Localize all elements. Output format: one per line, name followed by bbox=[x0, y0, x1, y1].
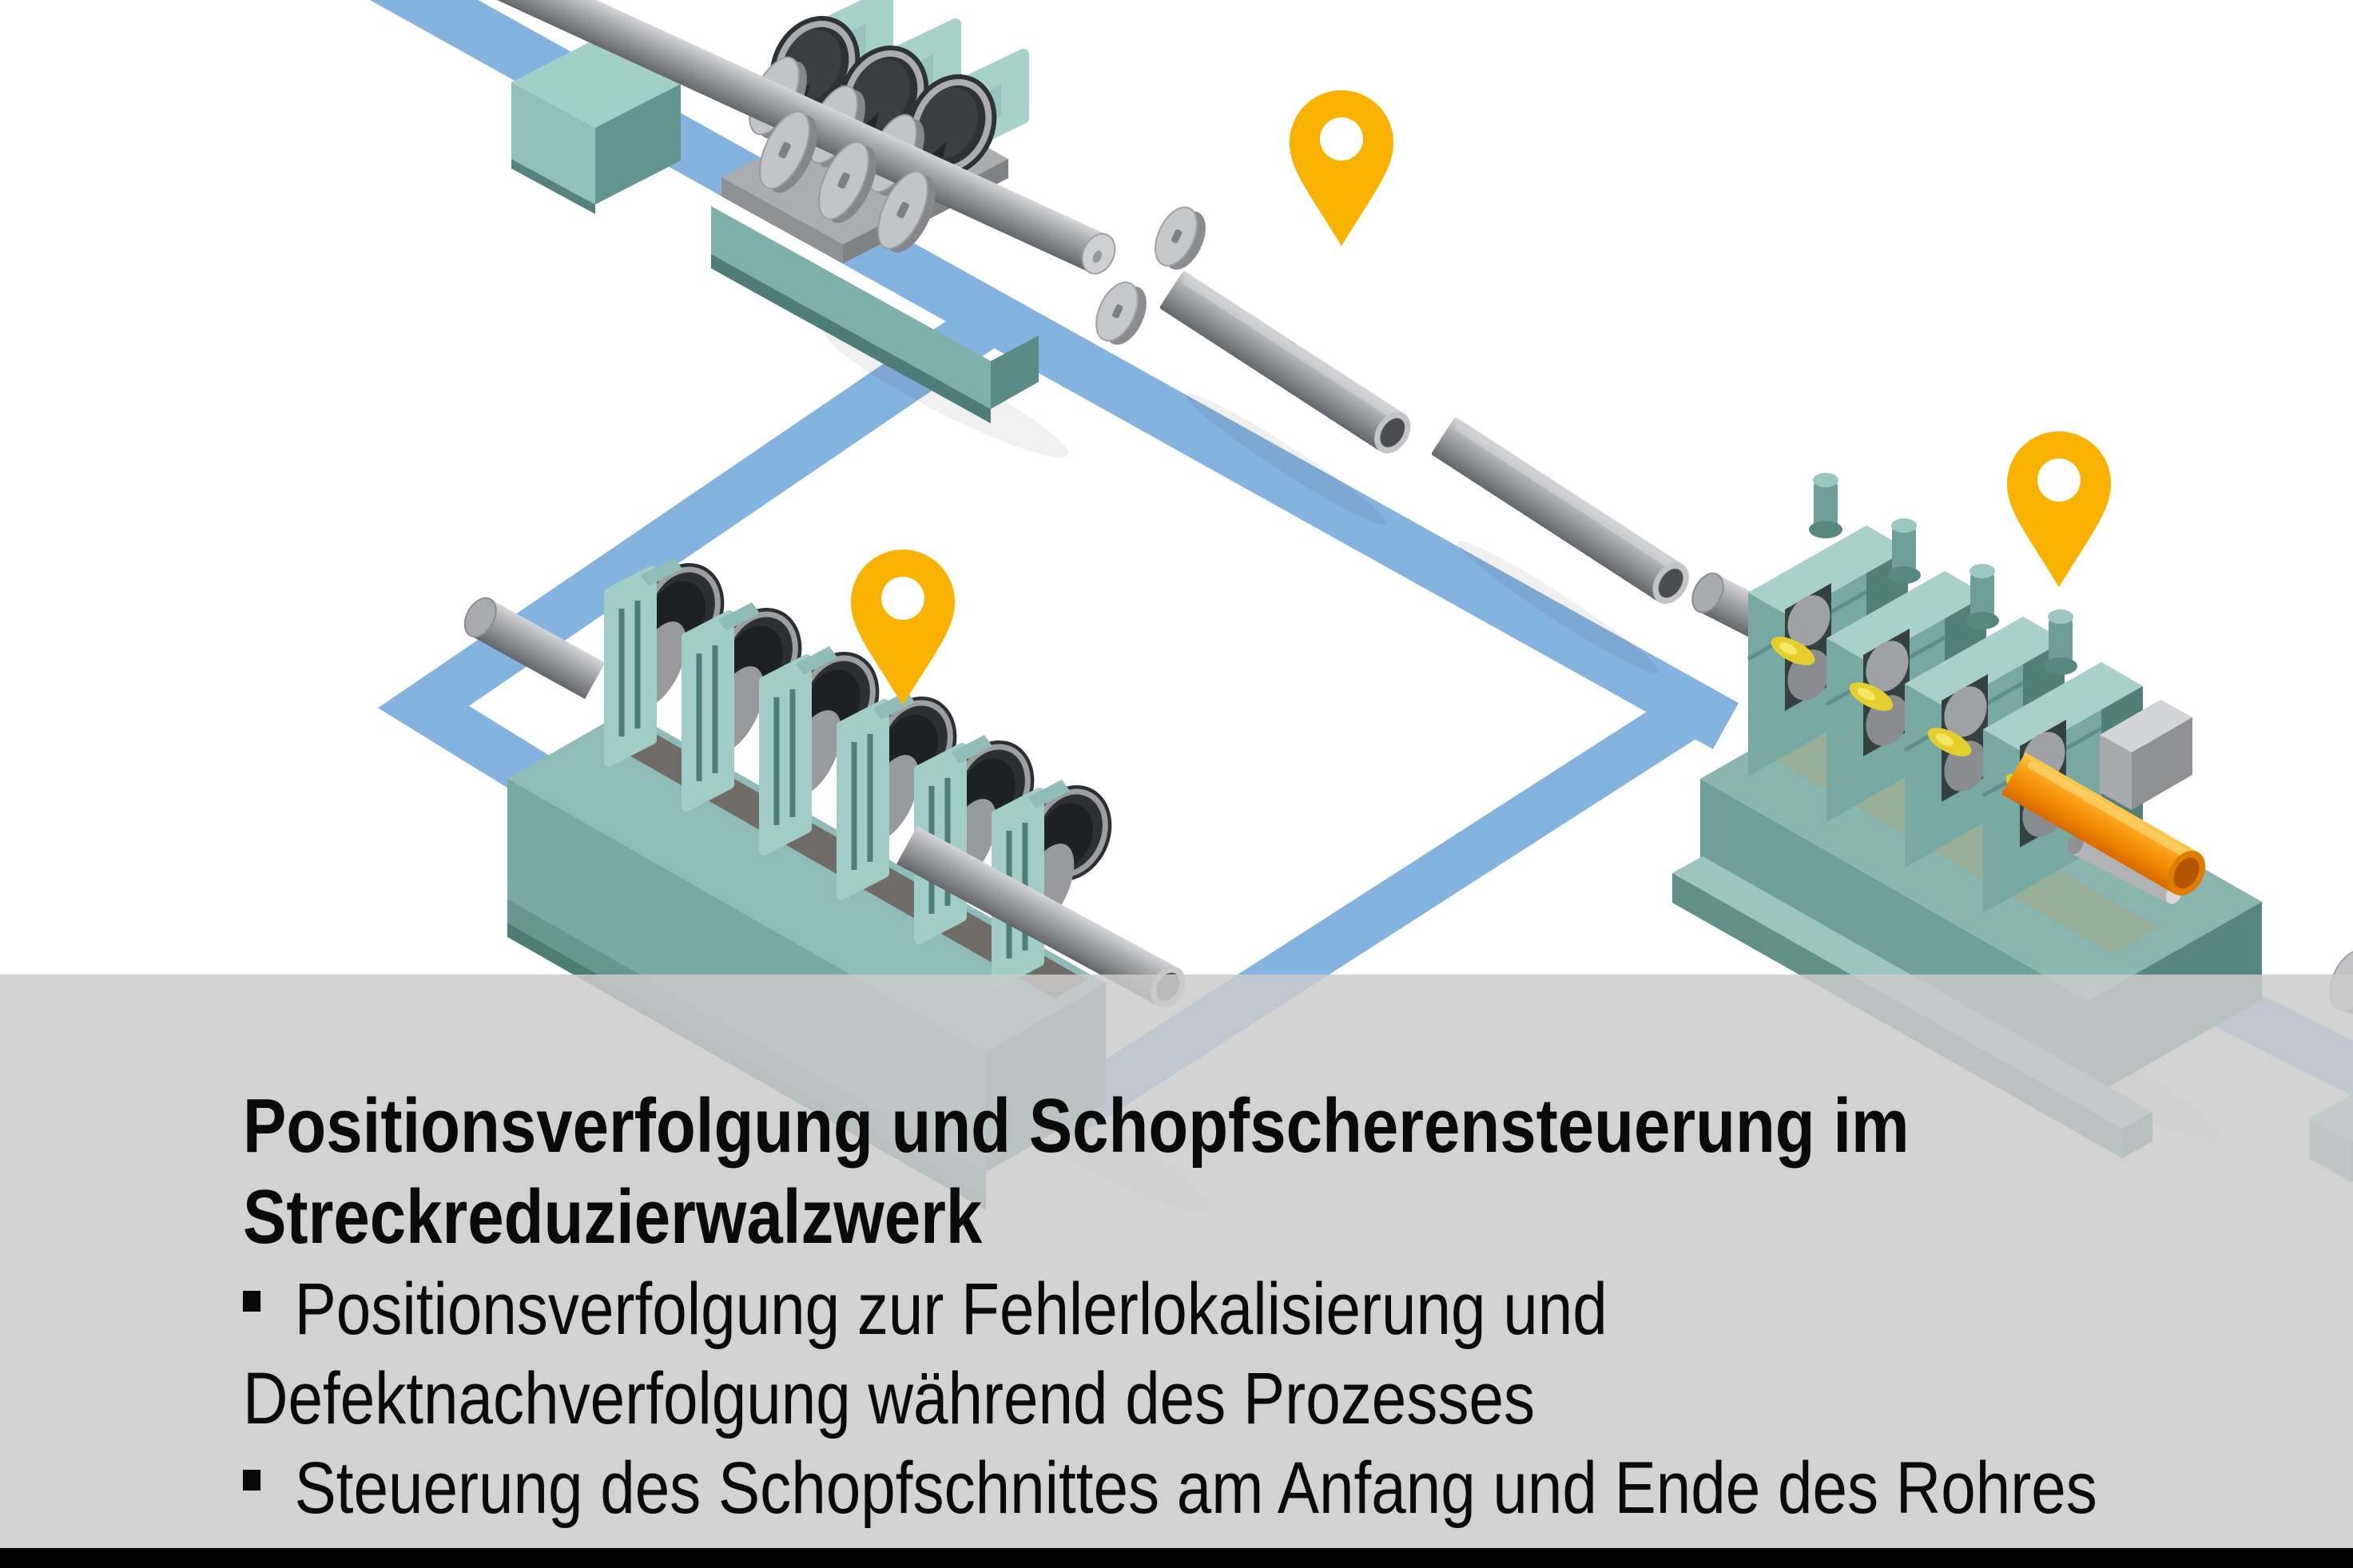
footer-bar bbox=[0, 1548, 2353, 1568]
inlet-pipe bbox=[463, 597, 606, 700]
bullet-item-1: Positionsverfolgung zur Fehlerlokalisier… bbox=[243, 1264, 2158, 1443]
glowing-tube bbox=[2001, 752, 2206, 896]
bullet-square-icon bbox=[243, 1291, 261, 1312]
cut-tube-segments bbox=[1087, 200, 1689, 605]
caption-overlay: Positionsverfolgung und Schopfscherenste… bbox=[0, 975, 2353, 1548]
cut-disc bbox=[1146, 200, 1215, 277]
caption-text-block: Positionsverfolgung und Schopfscherenste… bbox=[243, 1081, 2158, 1533]
bullet-1-line-2: Defektnachverfolgung während des Prozess… bbox=[243, 1358, 1536, 1439]
bullet-list: Positionsverfolgung zur Fehlerlokalisier… bbox=[243, 1264, 2158, 1533]
location-pin-icon bbox=[1290, 90, 1393, 246]
cut-disc bbox=[1087, 275, 1156, 352]
title-line-1: Positionsverfolgung und Schopfscherenste… bbox=[243, 1083, 1910, 1169]
bullet-1-line-1: Positionsverfolgung zur Fehlerlokalisier… bbox=[294, 1268, 1608, 1350]
tube-segment bbox=[1159, 271, 1411, 454]
tube-segment bbox=[1431, 417, 1689, 605]
bullet-square-icon bbox=[243, 1470, 261, 1491]
bullet-2-line-1: Steuerung des Schopfschnittes am Anfang … bbox=[294, 1447, 2097, 1529]
title-line-2: Streckreduzierwalzwerk bbox=[243, 1174, 983, 1260]
bullet-item-2: Steuerung des Schopfschnittes am Anfang … bbox=[243, 1443, 2158, 1533]
location-pin-icon bbox=[2007, 431, 2111, 587]
machine-top-left-mill bbox=[495, 0, 1116, 423]
slide-title: Positionsverfolgung und Schopfscherenste… bbox=[243, 1081, 2158, 1263]
